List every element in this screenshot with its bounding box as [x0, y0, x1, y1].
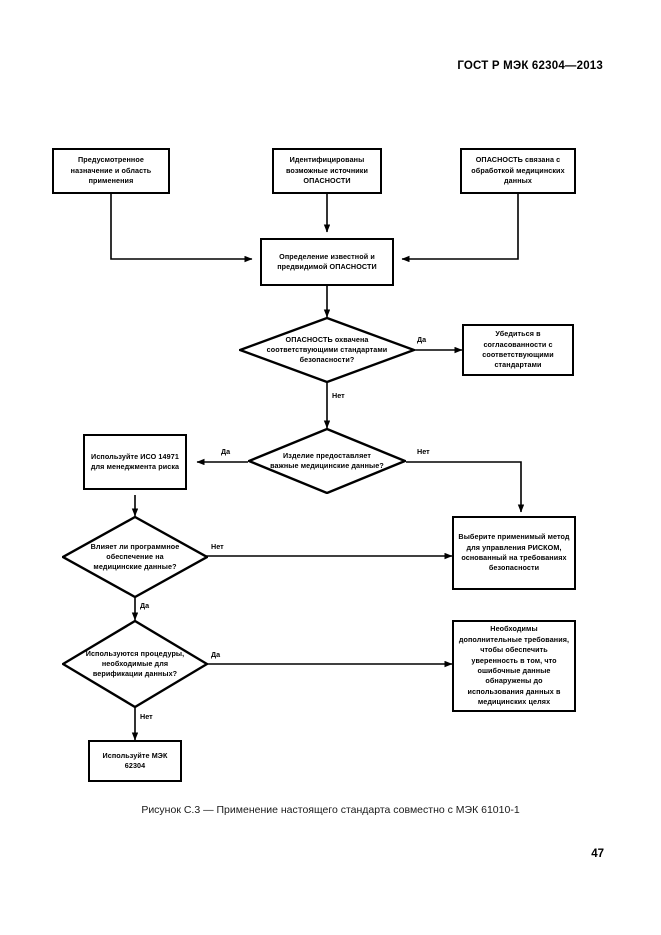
- edge-label-verification-yes: Да: [210, 650, 222, 659]
- node-q-software-affects-label: Влияет ли программное обеспечение на мед…: [90, 541, 180, 572]
- flowchart-diagram: Предусмотренное назначение и область при…: [52, 148, 576, 782]
- node-extra-requirements-label: Необходимы дополнительные требования, чт…: [458, 624, 570, 707]
- node-q-verification[interactable]: Используются процедуры, необходимые для …: [62, 620, 208, 708]
- node-define-hazard[interactable]: Определение известной и предвидимой ОПАС…: [260, 238, 394, 286]
- page-number: 47: [591, 848, 604, 860]
- diamond-shape: [62, 516, 208, 598]
- node-use-iec-62304-label: Используйте МЭК 62304: [102, 750, 168, 770]
- figure-caption: Рисунок С.3 — Применение настоящего стан…: [141, 804, 520, 816]
- edge-label-medical-data-yes: Да: [220, 447, 232, 456]
- node-hazard-sources-label: Идентифицированы возможные источники ОПА…: [286, 155, 368, 186]
- node-define-hazard-label: Определение известной и предвидимой ОПАС…: [277, 251, 377, 271]
- node-intended-use-label: Предусмотренное назначение и область при…: [70, 155, 152, 186]
- node-q-medical-data-label: Изделие предоставляет важные медицинские…: [270, 450, 384, 470]
- diamond-shape: [239, 317, 415, 383]
- edge-label-standards-yes: Да: [416, 335, 428, 344]
- edge-label-software-affects-no: Нет: [210, 542, 225, 551]
- node-use-iso-14971[interactable]: Используйте ИСО 14971 для менеджмента ри…: [83, 434, 187, 490]
- node-q-standards-label: ОПАСНОСТЬ охвачена соответствующими стан…: [266, 334, 388, 365]
- node-hazard-medical-data[interactable]: ОПАСНОСТЬ связана с обработкой медицинск…: [460, 148, 576, 194]
- node-q-software-affects[interactable]: Влияет ли программное обеспечение на мед…: [62, 516, 208, 598]
- node-select-risk-method[interactable]: Выберите применимый метод для управления…: [452, 516, 576, 590]
- edge-label-verification-no: Нет: [139, 712, 154, 721]
- node-use-iso-14971-label: Используйте ИСО 14971 для менеджмента ри…: [90, 451, 180, 471]
- diamond-shape: [248, 428, 406, 494]
- node-use-iec-62304[interactable]: Используйте МЭК 62304: [88, 740, 182, 782]
- node-ensure-compliance-label: Убедиться в согласованности с соответств…: [482, 329, 554, 370]
- standard-header-title: ГОСТ Р МЭК 62304—2013: [457, 60, 603, 72]
- node-select-risk-method-label: Выберите применимый метод для управления…: [458, 532, 570, 573]
- edge-label-software-affects-yes: Да: [139, 601, 151, 610]
- node-q-verification-label: Используются процедуры, необходимые для …: [85, 648, 185, 679]
- node-intended-use[interactable]: Предусмотренное назначение и область при…: [52, 148, 170, 194]
- node-hazard-sources[interactable]: Идентифицированы возможные источники ОПА…: [272, 148, 382, 194]
- node-extra-requirements[interactable]: Необходимы дополнительные требования, чт…: [452, 620, 576, 712]
- node-q-medical-data[interactable]: Изделие предоставляет важные медицинские…: [248, 428, 406, 494]
- edge-label-medical-data-no: Нет: [416, 447, 431, 456]
- node-ensure-compliance[interactable]: Убедиться в согласованности с соответств…: [462, 324, 574, 376]
- edge-label-standards-no: Нет: [331, 391, 346, 400]
- node-hazard-medical-data-label: ОПАСНОСТЬ связана с обработкой медицинск…: [471, 155, 565, 186]
- flowchart-connectors: [110, 194, 525, 741]
- node-q-standards[interactable]: ОПАСНОСТЬ охвачена соответствующими стан…: [239, 317, 415, 383]
- diamond-shape: [62, 620, 208, 708]
